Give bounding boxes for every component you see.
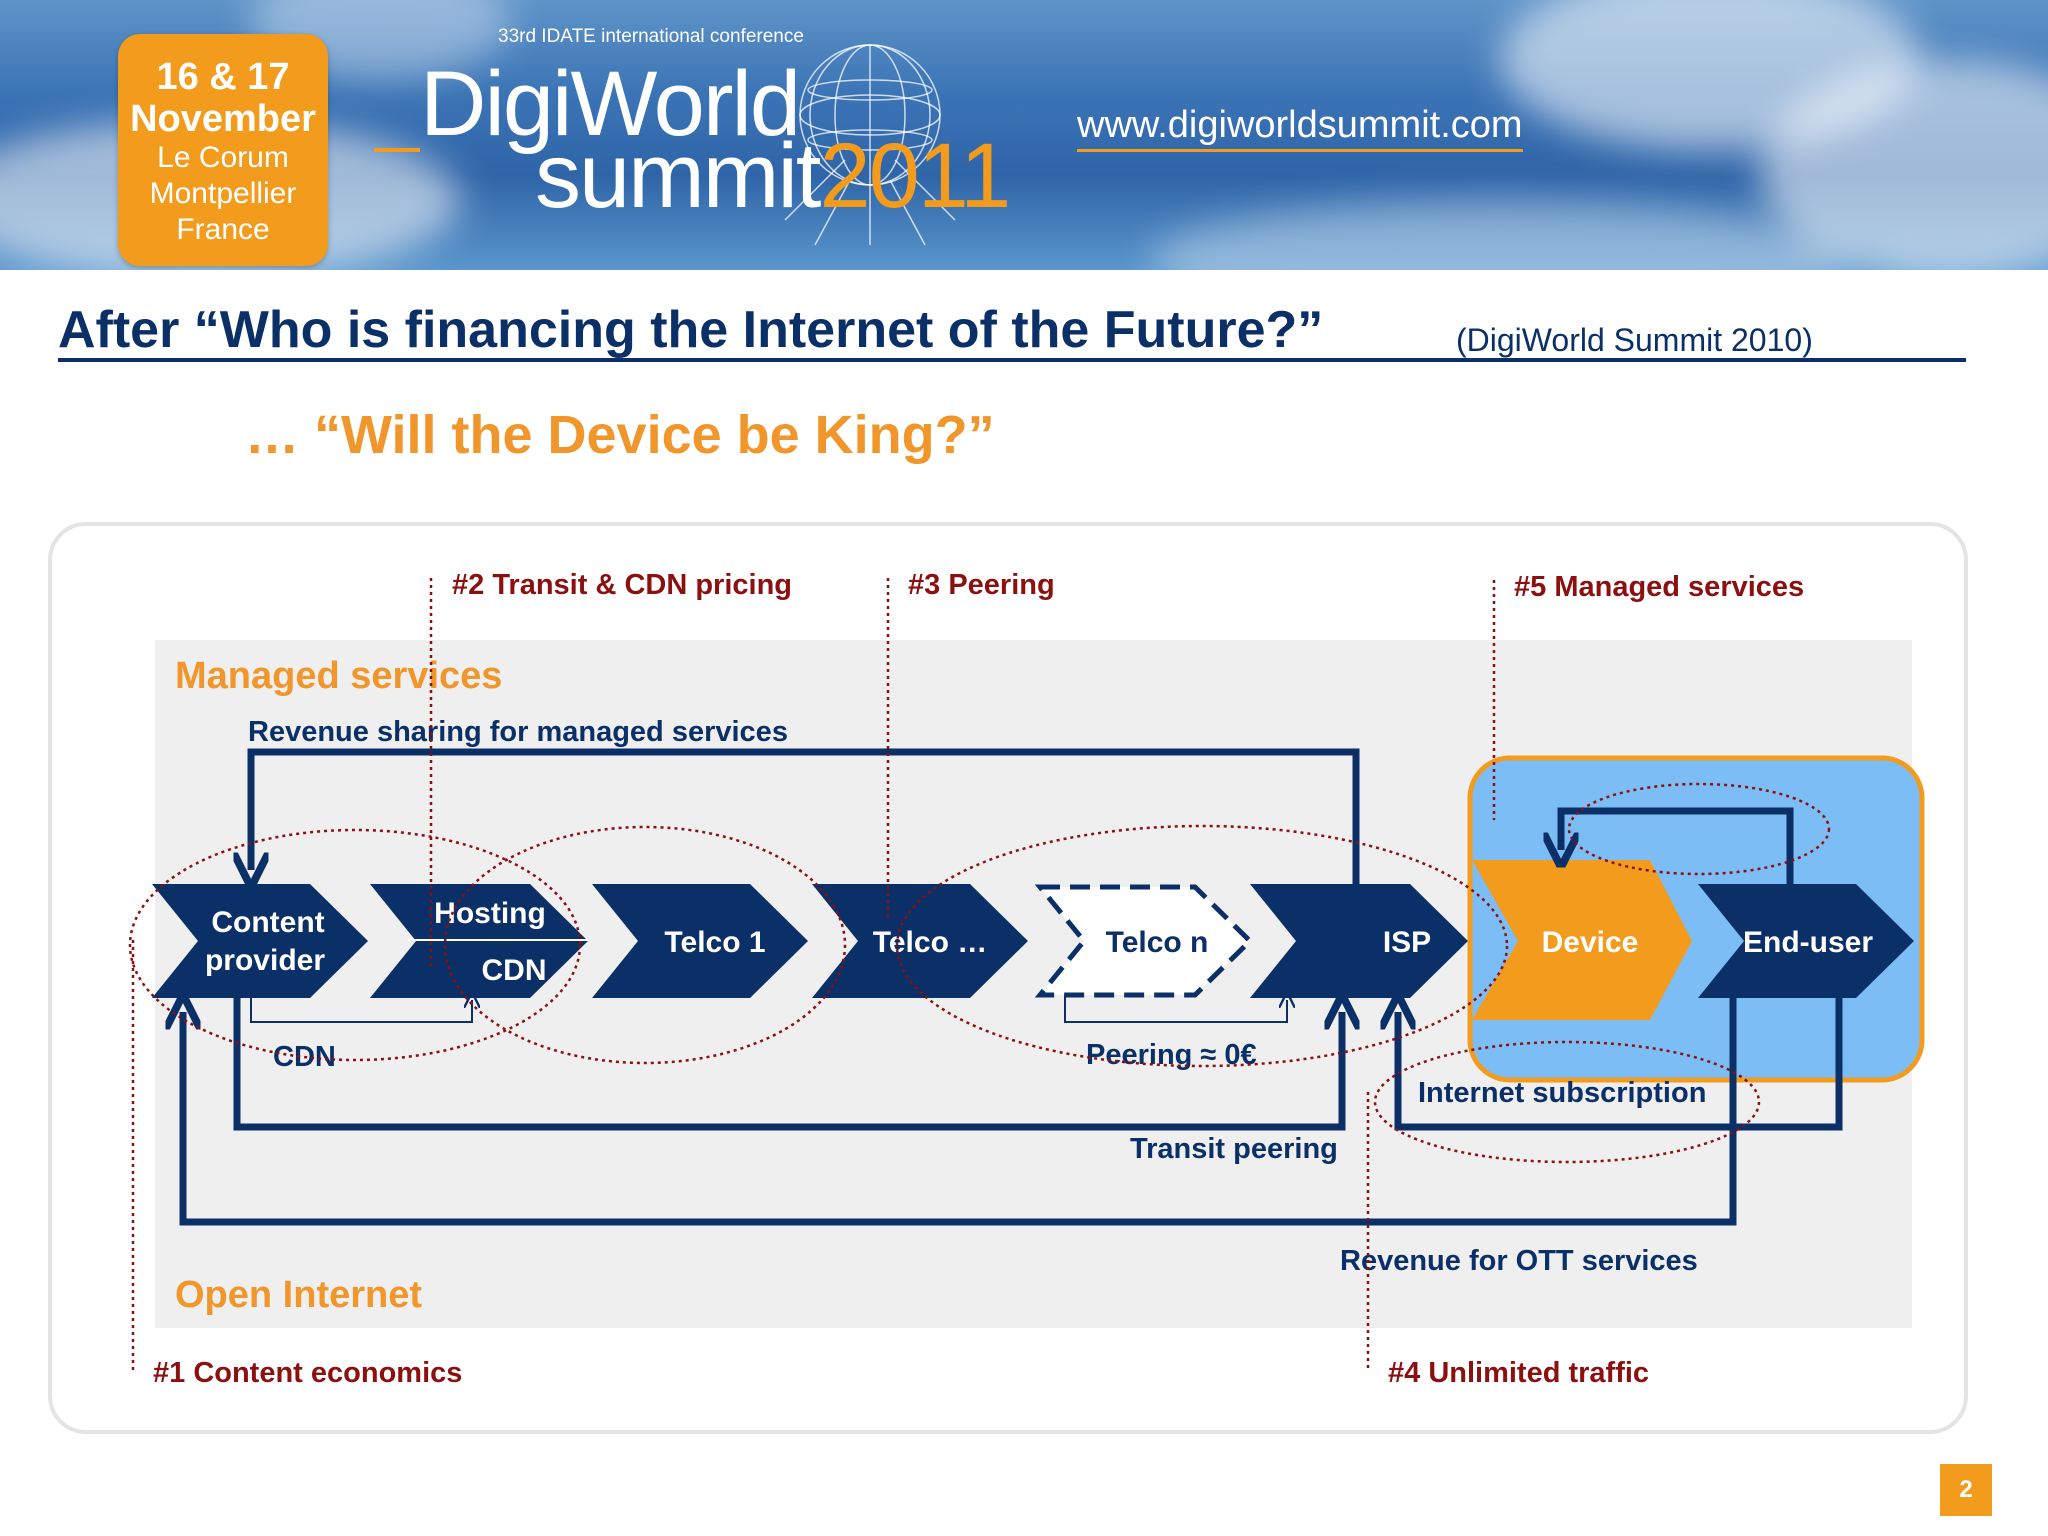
globe-icon bbox=[784, 44, 956, 246]
event-date-days: 16 & 17 bbox=[156, 56, 290, 98]
callout-ellipse-5 bbox=[1567, 782, 1831, 876]
flow-cdn-loop bbox=[250, 998, 472, 1023]
conference-subtitle: 33rd IDATE international conference bbox=[498, 26, 804, 47]
event-venue-line: Le Corum bbox=[157, 141, 289, 174]
telco-1-label: Telco 1 bbox=[664, 926, 765, 959]
chevron-content-provider bbox=[152, 884, 368, 998]
telco-n-label: Telco n bbox=[1106, 926, 1209, 959]
title-source: (DigiWorld Summit 2010) bbox=[1456, 322, 1813, 358]
internet-subscription-label: Internet subscription bbox=[1418, 1077, 1706, 1109]
flow-device-loop bbox=[1561, 807, 1794, 884]
ott-revenue-label: Revenue for OTT services bbox=[1340, 1245, 1698, 1277]
callout-label-3: #3 Peering bbox=[908, 569, 1055, 601]
page-title: After “Who is financing the Internet of … bbox=[58, 301, 1324, 359]
page-subtitle: … “Will the Device be King?” bbox=[245, 405, 995, 465]
page-number: 2 bbox=[1940, 1464, 1992, 1516]
flow-revenue-sharing bbox=[251, 748, 1360, 884]
event-venue-line: Montpellier bbox=[149, 177, 297, 210]
cdn-label: CDN bbox=[482, 954, 547, 987]
title-underline bbox=[58, 358, 1966, 362]
callout-ellipse-1 bbox=[128, 828, 582, 1062]
isp-label: ISP bbox=[1383, 926, 1431, 959]
event-date-badge: 16 & 17 November Le Corum Montpellier Fr… bbox=[118, 34, 328, 266]
flow-internet-subscription bbox=[1398, 998, 1843, 1131]
device-label: Device bbox=[1542, 926, 1639, 959]
logo-word-summit: summit bbox=[535, 125, 821, 227]
callout-ellipse-3 bbox=[895, 824, 1509, 1068]
flow-transit-peering bbox=[233, 998, 1342, 1131]
logo-text-summit: summit2011 bbox=[535, 130, 1011, 222]
chevron-device bbox=[1472, 860, 1692, 1020]
logo-dash bbox=[374, 148, 420, 152]
zone-label-managed: Managed services bbox=[175, 655, 502, 697]
chevron-telco-1 bbox=[592, 884, 808, 998]
website-link[interactable]: www.digiworldsummit.com bbox=[1077, 104, 1523, 152]
callout-label-5: #5 Managed services bbox=[1514, 571, 1804, 603]
callout-label-1: #1 Content economics bbox=[153, 1357, 462, 1389]
callout-ellipse-2 bbox=[443, 825, 847, 1065]
logo-text-digiworld: DigiWorld bbox=[420, 53, 801, 155]
event-venue-line: France bbox=[176, 213, 270, 246]
zone-label-open: Open Internet bbox=[175, 1274, 422, 1316]
flow-peering-loop bbox=[1064, 995, 1287, 1023]
callout-label-4: #4 Unlimited traffic bbox=[1388, 1357, 1649, 1389]
header-banner: 16 & 17 November Le Corum Montpellier Fr… bbox=[0, 0, 2048, 270]
chevron-telco-n bbox=[1034, 884, 1254, 998]
transit-peering-label: Transit peering bbox=[1130, 1133, 1338, 1165]
event-date-month: November bbox=[130, 98, 316, 140]
chevron-isp bbox=[1250, 884, 1468, 998]
chevron-telco-dots bbox=[812, 884, 1028, 998]
revenue-sharing-label: Revenue sharing for managed services bbox=[248, 716, 788, 748]
content-provider-label: Content bbox=[211, 906, 324, 939]
callout-label-2: #2 Transit & CDN pricing bbox=[452, 569, 792, 601]
content-provider-label: provider bbox=[205, 944, 325, 977]
telco-dots-label: Telco … bbox=[873, 926, 987, 959]
callout-ellipse-4 bbox=[1373, 1040, 1761, 1164]
chevron-end-user bbox=[1698, 884, 1914, 998]
logo-year: 2011 bbox=[819, 125, 1011, 227]
flow-ott-revenue bbox=[183, 998, 1737, 1226]
end-user-label: End-user bbox=[1743, 926, 1873, 959]
